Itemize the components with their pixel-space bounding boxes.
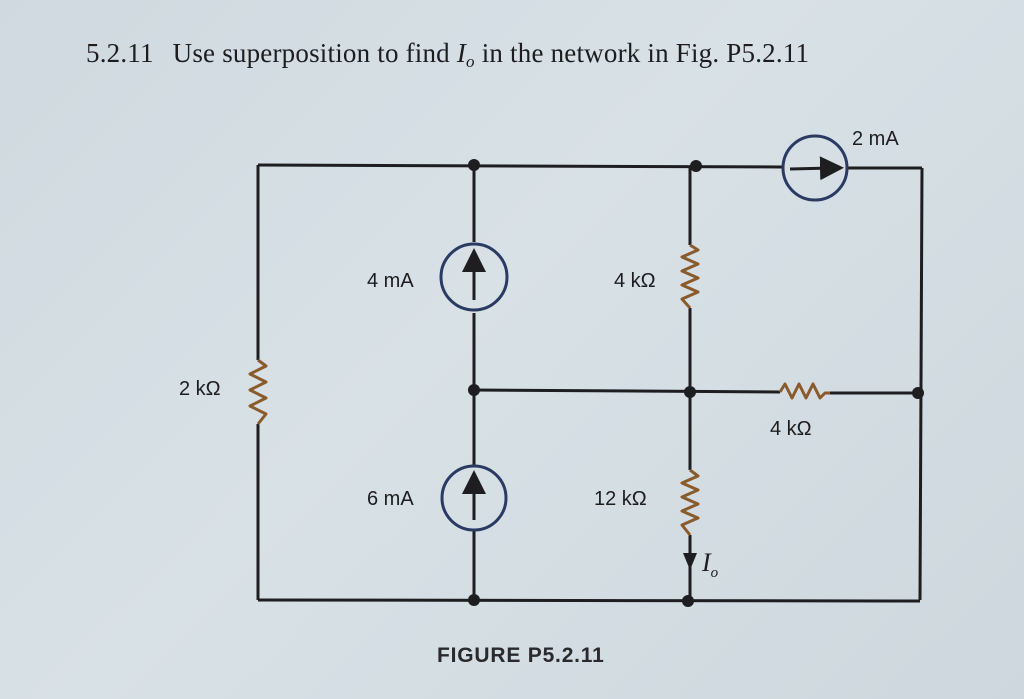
wire-right: [918, 167, 924, 601]
node-dot: [684, 386, 696, 398]
node-dot: [682, 595, 694, 607]
label-4ma: 4 mA: [367, 270, 414, 292]
resistor-upper-4k: [680, 243, 700, 309]
label-io-main: I: [702, 548, 711, 577]
node-dot: [468, 594, 480, 606]
label-6ma: 6 mA: [367, 488, 414, 510]
resistor-left-2k: [248, 358, 268, 425]
problem-statement: 5.2.11 Use superposition to find Io in t…: [86, 38, 809, 72]
label-4k-upper: 4 kΩ: [614, 270, 656, 292]
label-2k: 2 kΩ: [179, 378, 221, 400]
figure-caption: FIGURE P5.2.11: [437, 644, 605, 667]
node-dot: [468, 384, 480, 396]
label-4k-horizontal: 4 kΩ: [770, 418, 812, 440]
node-dot: [468, 159, 480, 171]
label-io-sub: o: [710, 565, 719, 581]
label-12k: 12 kΩ: [594, 488, 647, 510]
label-io: Io: [702, 548, 718, 582]
problem-number: 5.2.11: [86, 38, 154, 68]
resistor-horizontal-4k: [778, 382, 830, 400]
io-current-arrow: [683, 553, 697, 570]
problem-variable: I: [456, 38, 467, 68]
problem-text-before: Use superposition to find: [172, 38, 450, 68]
problem-variable-sub: o: [466, 52, 475, 71]
wire-bottom: [257, 598, 921, 603]
node-dot: [912, 387, 924, 399]
source-6ma: [440, 464, 508, 532]
wire-top: [257, 163, 783, 169]
source-4ma: [439, 242, 509, 312]
node-dot: [690, 160, 702, 172]
junction-dots: [468, 159, 924, 607]
source-2ma: [781, 134, 849, 202]
resistor-lower-12k: [680, 468, 700, 536]
wire-middle-left: [473, 388, 781, 394]
label-2ma: 2 mA: [852, 128, 899, 150]
wires: [256, 163, 924, 603]
problem-text-after: in the network in Fig. P5.2.11: [481, 38, 810, 68]
